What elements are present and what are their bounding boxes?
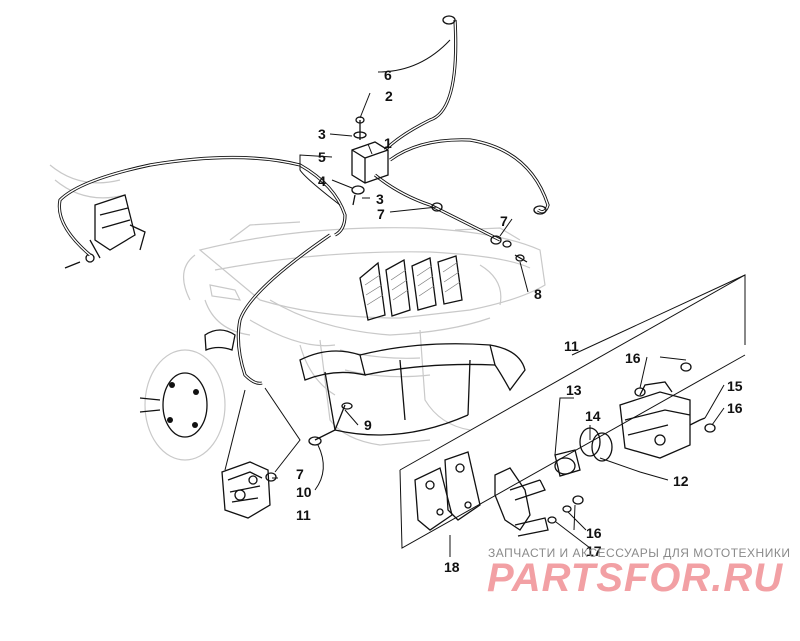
left-caliper [221,387,353,519]
callout-15: 15 [727,378,743,394]
callout-18: 18 [444,559,460,575]
wheel-hub [139,329,236,461]
callout-7-right: 7 [500,213,508,229]
callout-8: 8 [534,286,542,302]
front-bumper [299,343,526,436]
leader-lines [272,39,746,557]
callout-12: 12 [673,473,689,489]
callout-1: 1 [384,135,392,151]
callout-7-upper: 7 [377,206,385,222]
callout-6: 6 [384,67,392,83]
callout-labels: 6 2 3 1 5 4 3 7 7 8 9 7 10 11 11 13 14 1… [296,67,743,575]
callout-5: 5 [318,149,326,165]
callout-14: 14 [585,408,601,424]
right-caliper-exploded [494,362,716,537]
callout-7-lower: 7 [296,466,304,482]
banjo-fittings [431,202,528,263]
front-grille [359,255,463,321]
callout-4: 4 [318,173,326,189]
callout-2: 2 [385,88,393,104]
callout-16-bottom: 16 [586,525,602,541]
callout-16-right: 16 [727,400,743,416]
watermark-logo: PARTSFOR.RU [487,556,784,600]
callout-11-left: 11 [296,507,311,523]
caliper-group-box [399,274,746,549]
callout-10: 10 [296,484,312,500]
callout-3-lower: 3 [376,191,384,207]
callout-16-top: 16 [625,350,641,366]
brake-hoses [57,15,550,385]
callout-13: 13 [566,382,582,398]
callout-9: 9 [364,417,372,433]
brake-pads [414,451,481,531]
callout-11-right: 11 [564,338,579,354]
callout-17: 17 [586,543,602,559]
watermark-subtitle: ЗАПЧАСТИ И АКСЕССУАРЫ ДЛЯ МОТОТЕХНИКИ [488,546,791,560]
callout-3-upper: 3 [318,126,326,142]
